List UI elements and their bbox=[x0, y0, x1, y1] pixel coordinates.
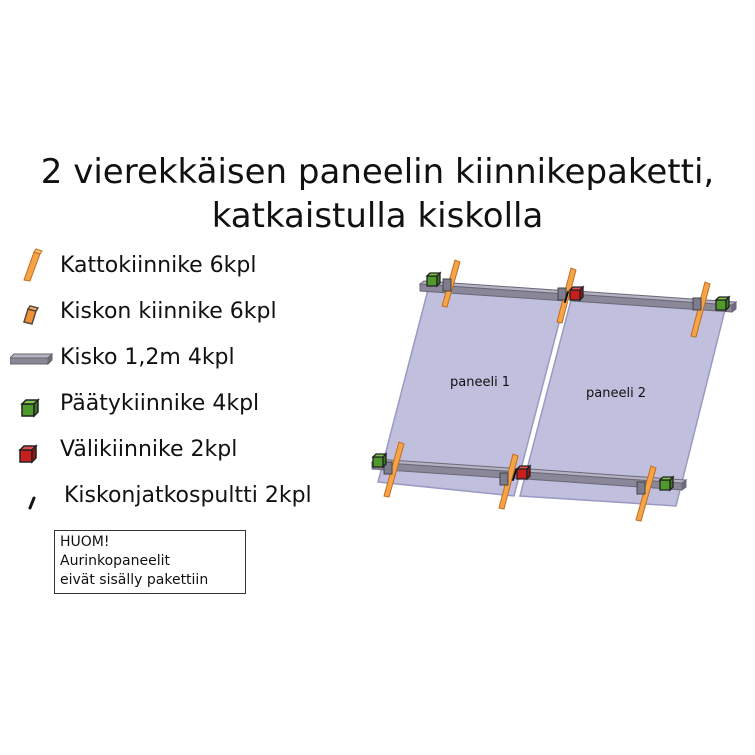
roof-bracket-icon bbox=[23, 248, 43, 282]
legend-label-roof-bracket: Kattokiinnike 6kpl bbox=[60, 253, 257, 278]
diagram-title: 2 vierekkäisen paneelin kiinnikepaketti,… bbox=[0, 150, 755, 238]
rail-bracket-2 bbox=[557, 287, 567, 301]
legend-item-roof-bracket: Kattokiinnike 6kpl bbox=[10, 248, 370, 284]
legend-label-mid-clamp: Välikiinnike 2kpl bbox=[60, 437, 238, 462]
mid-clamp-bottom bbox=[515, 464, 532, 481]
rail-bracket-5 bbox=[499, 472, 509, 486]
rail-icon bbox=[10, 352, 54, 366]
note-line-3: eivät sisälly pakettiin bbox=[60, 572, 209, 588]
end-clamp-bottom-right bbox=[658, 475, 675, 492]
end-clamp-icon bbox=[20, 398, 40, 418]
panel-1-label: paneeli 1 bbox=[450, 375, 510, 390]
panel-2-label: paneeli 2 bbox=[586, 386, 646, 401]
rail-connector-bolt-bottom bbox=[512, 469, 517, 481]
title-line-1: 2 vierekkäisen paneelin kiinnikepaketti, bbox=[40, 152, 715, 192]
mid-clamp-top bbox=[568, 285, 585, 302]
end-clamp-bottom-left bbox=[371, 452, 388, 469]
rail-bracket-1 bbox=[442, 278, 452, 292]
legend-label-rail: Kisko 1,2m 4kpl bbox=[60, 345, 235, 370]
legend-item-end-clamp: Päätykiinnike 4kpl bbox=[10, 386, 370, 422]
legend-item-rail-bracket: Kiskon kiinnike 6kpl bbox=[10, 294, 370, 330]
title-line-2: katkaistulla kiskolla bbox=[211, 196, 544, 236]
roof-bracket-6 bbox=[635, 465, 657, 522]
legend-label-end-clamp: Päätykiinnike 4kpl bbox=[60, 391, 260, 416]
note-box: HUOM! Aurinkopaneelit eivät sisälly pake… bbox=[54, 530, 246, 594]
end-clamp-top-right bbox=[714, 295, 731, 312]
end-clamp-top-left bbox=[425, 271, 442, 288]
mounting-diagram: paneeli 1 paneeli 2 bbox=[370, 259, 738, 522]
legend-item-rail: Kisko 1,2m 4kpl bbox=[10, 340, 370, 376]
legend-item-mid-clamp: Välikiinnike 2kpl bbox=[10, 432, 370, 468]
note-line-2: Aurinkopaneelit bbox=[60, 553, 170, 569]
mid-clamp-icon bbox=[18, 444, 38, 464]
rail-bracket-icon bbox=[23, 305, 40, 325]
legend-label-rail-connector-bolt: Kiskonjatkospultti 2kpl bbox=[64, 483, 312, 508]
rail-bracket-3 bbox=[692, 297, 702, 311]
rail-bracket-6 bbox=[636, 481, 646, 495]
legend-label-rail-bracket: Kiskon kiinnike 6kpl bbox=[60, 299, 277, 324]
rail-bracket-4 bbox=[383, 461, 393, 475]
legend-item-rail-connector-bolt: Kiskonjatkospultti 2kpl bbox=[10, 478, 370, 514]
rail-connector-bolt-top bbox=[564, 291, 569, 303]
roof-bracket-4 bbox=[383, 441, 405, 498]
note-line-1: HUOM! bbox=[60, 534, 110, 550]
rail-connector-bolt-icon bbox=[28, 496, 36, 510]
